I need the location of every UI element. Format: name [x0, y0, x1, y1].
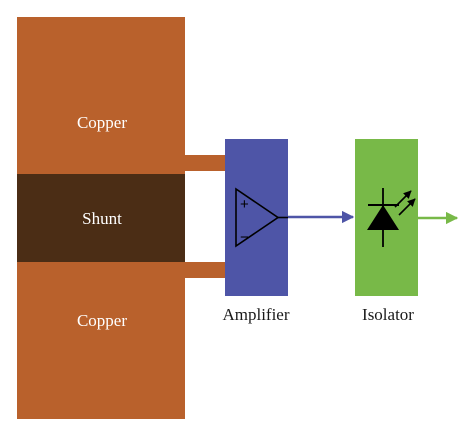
op-amp-triangle-icon	[235, 187, 288, 248]
top-lead-tab	[185, 155, 225, 171]
amp-plus-sign: +	[240, 196, 249, 213]
bottom-copper-label: Copper	[77, 311, 127, 330]
optocoupler-led-icon	[367, 188, 416, 247]
amplifier-caption: Amplifier	[222, 305, 289, 324]
isolator-caption: Isolator	[362, 305, 414, 324]
amp-minus-sign: −	[240, 229, 249, 246]
top-copper-block	[17, 17, 185, 174]
bottom-copper-block	[17, 262, 185, 419]
shunt-block	[17, 174, 185, 262]
top-copper-label: Copper	[77, 113, 127, 132]
shunt-label: Shunt	[82, 209, 122, 228]
bottom-lead-tab	[185, 262, 225, 278]
